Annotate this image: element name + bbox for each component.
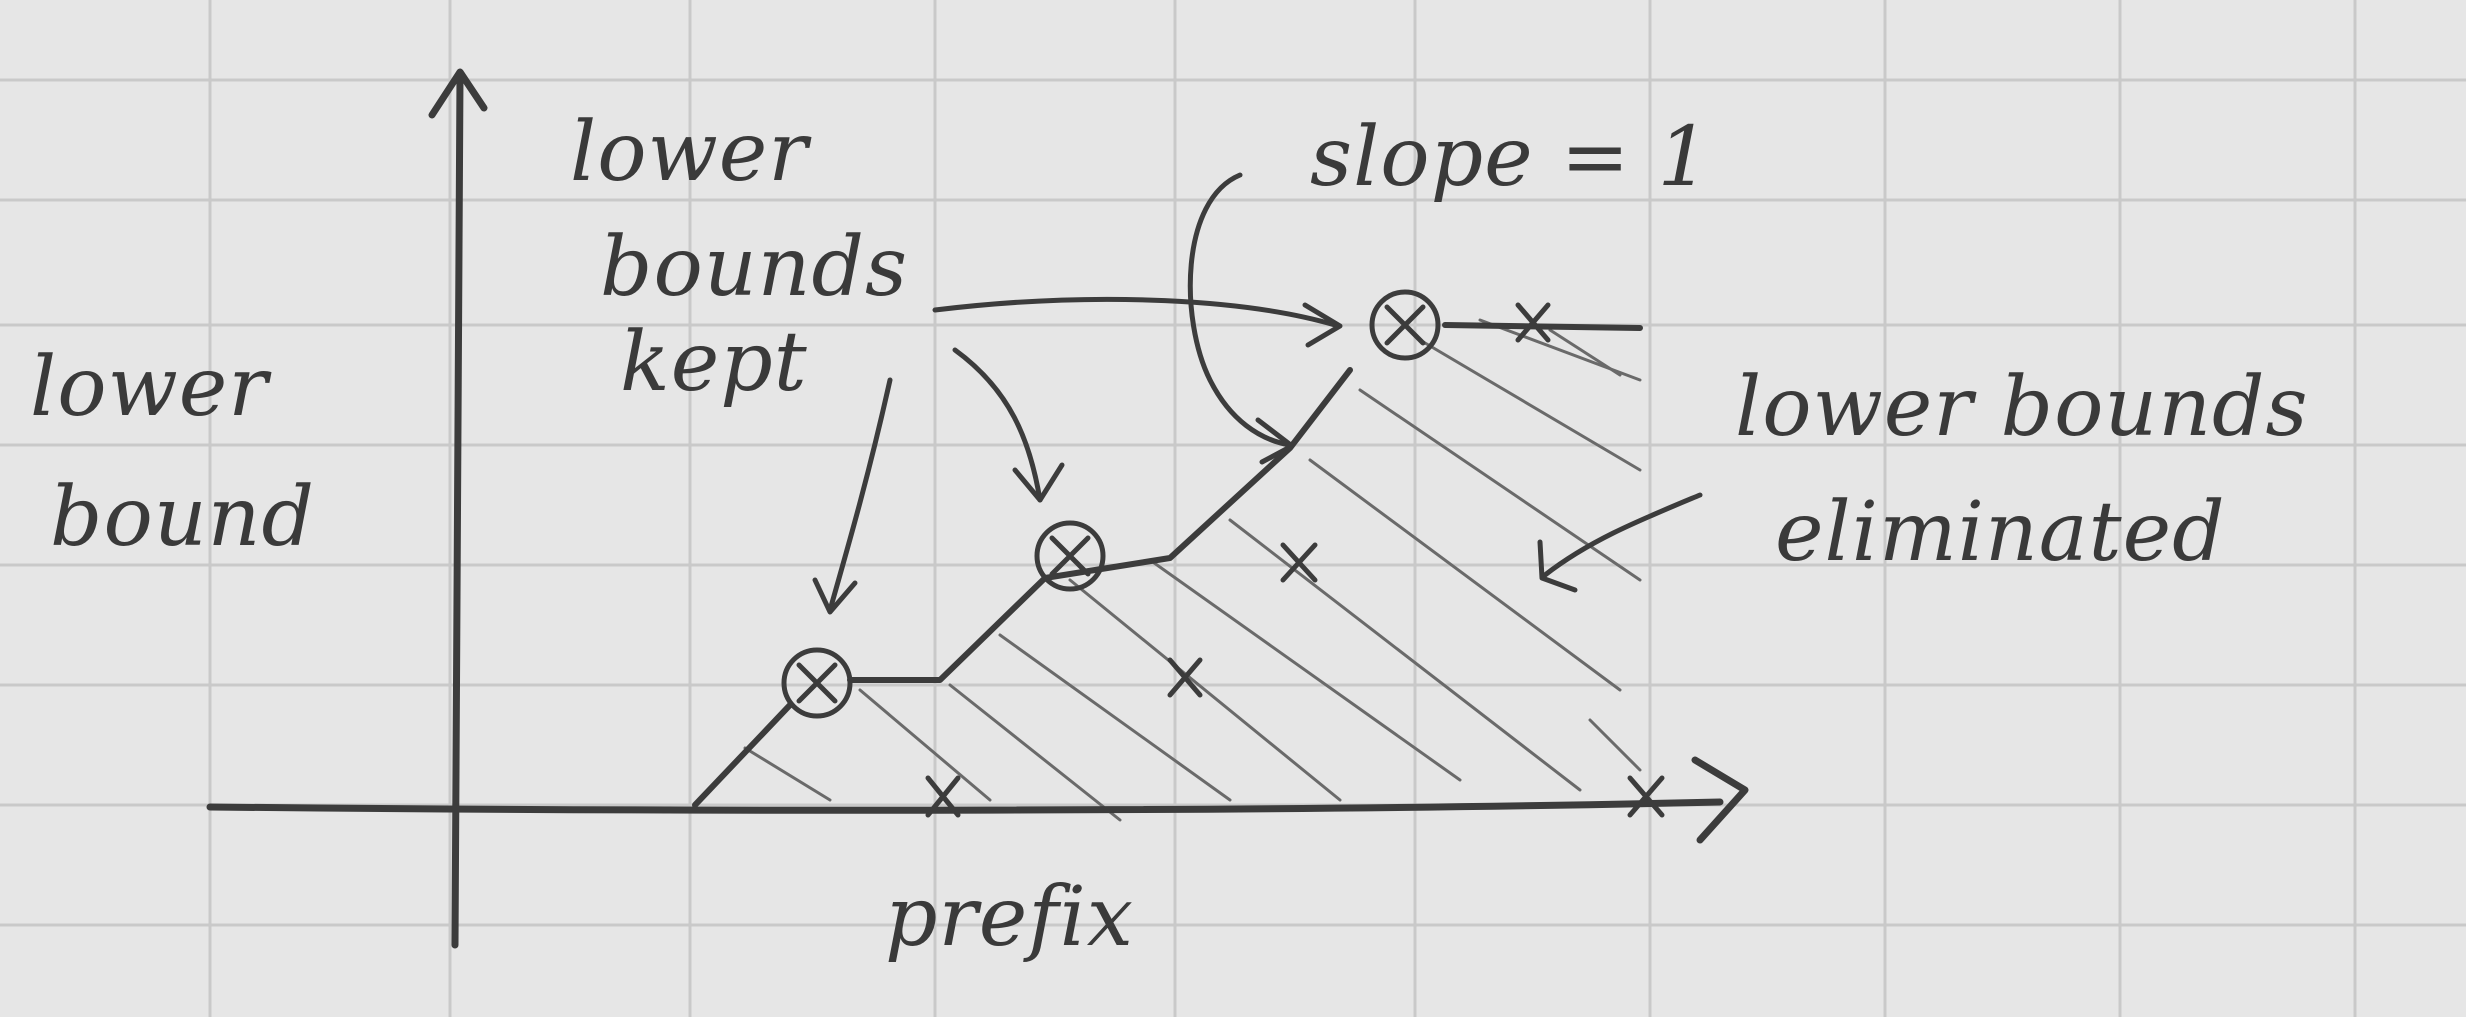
kept-bound-2: [1034, 520, 1106, 592]
x-axis-arrowhead: [1691, 756, 1749, 844]
y-axis-label-line1: lower: [30, 340, 272, 435]
kept-label-line3: kept: [620, 315, 808, 410]
slope-label: slope = 1: [1310, 110, 1711, 205]
y-axis-arrowhead: [428, 68, 488, 119]
eliminated-label-line2: eliminated: [1775, 485, 2226, 580]
axes: [206, 68, 1749, 949]
lower-bound-curve: [692, 322, 1643, 808]
eliminated-region-hatching: [743, 318, 1642, 822]
kept-bound-1: [781, 647, 853, 719]
x-axis: [206, 798, 1724, 814]
arrow-kept-to-second: [952, 347, 1043, 503]
arrow-kept-to-first: [827, 377, 893, 613]
arrow-eliminated: [1542, 492, 1703, 578]
eliminated-bound-marks: [925, 302, 1665, 818]
annotation-arrows: [812, 172, 1703, 615]
arrow-kept-to-third: [932, 296, 1338, 328]
kept-label-line1: lower: [570, 105, 812, 200]
kept-bound-3: [1369, 289, 1441, 361]
x-axis-label: prefix: [885, 870, 1134, 965]
y-axis: [451, 71, 464, 949]
y-axis-label-line2: bound: [50, 470, 315, 565]
kept-label-line2: bounds: [600, 220, 908, 315]
eliminated-label-line1: lower bounds: [1735, 360, 2309, 455]
arrow-slope: [1187, 172, 1293, 448]
